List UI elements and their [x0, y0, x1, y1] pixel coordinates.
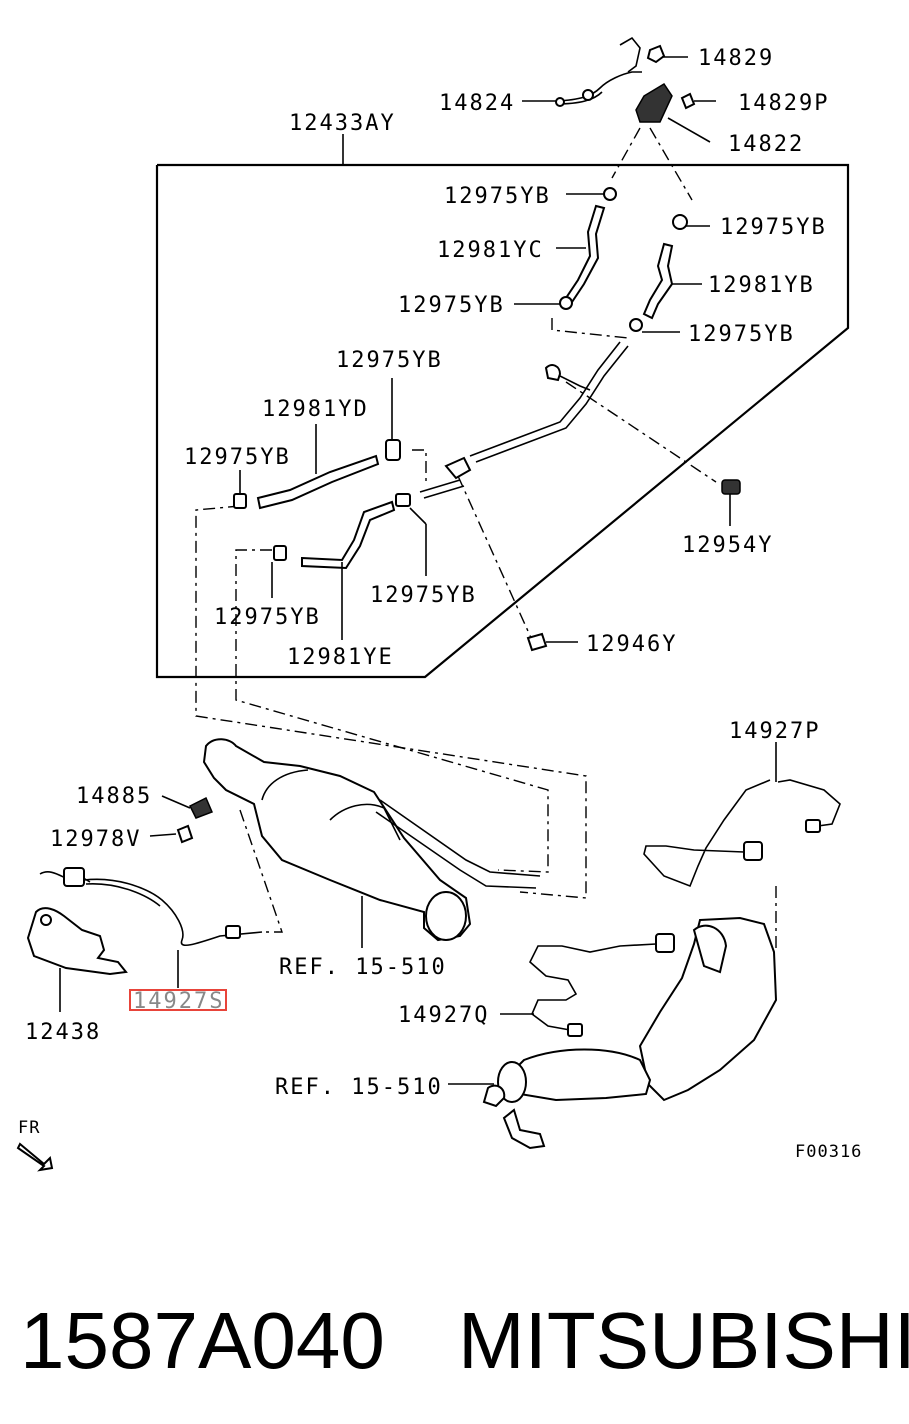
hose-clamps[interactable]: [233, 187, 688, 561]
link-lines: [195, 127, 777, 952]
label-fr: FR: [18, 1118, 40, 1138]
hose-12981yd[interactable]: [256, 454, 380, 510]
label-12978v[interactable]: 12978V: [50, 827, 141, 852]
label-14927p[interactable]: 14927P: [729, 719, 820, 744]
label-12975yb-d[interactable]: 12975YB: [688, 322, 795, 347]
label-ref-15-510-upper[interactable]: REF. 15-510: [279, 955, 447, 980]
label-14885[interactable]: 14885: [76, 784, 152, 809]
footer-part-number: 1587A040: [20, 1296, 385, 1385]
pressure-sensor-assembly[interactable]: [555, 36, 696, 123]
figure-code: F00316: [795, 1142, 862, 1162]
hose-12981yb[interactable]: [642, 242, 674, 320]
footer-brand: MITSUBISHI: [458, 1296, 909, 1385]
label-12975yb-h[interactable]: 12975YB: [214, 605, 321, 630]
muffler-assembly[interactable]: [176, 738, 541, 942]
sensor-14927q[interactable]: [529, 933, 675, 1037]
catalytic-converter[interactable]: [482, 916, 778, 1150]
sensor-14927p[interactable]: [643, 779, 841, 888]
label-14829[interactable]: 14829: [698, 46, 774, 71]
bolt-12954y[interactable]: [721, 479, 741, 526]
label-12954y[interactable]: 12954Y: [682, 533, 773, 558]
label-12981yd[interactable]: 12981YD: [262, 397, 369, 422]
label-12975yb-f[interactable]: 12975YB: [184, 445, 291, 470]
leader-lines: [59, 56, 777, 1085]
label-12433ay: 12433AY: [289, 111, 396, 136]
label-14927q[interactable]: 14927Q: [398, 1003, 489, 1028]
label-12975yb-a[interactable]: 12975YB: [444, 184, 551, 209]
label-12975yb-c[interactable]: 12975YB: [398, 293, 505, 318]
label-12975yb-e[interactable]: 12975YB: [336, 348, 443, 373]
assembly-frame: [155, 134, 850, 679]
label-12438[interactable]: 12438: [25, 1020, 101, 1045]
label-ref-15-510-lower[interactable]: REF. 15-510: [275, 1075, 443, 1100]
label-12981yb[interactable]: 12981YB: [708, 273, 815, 298]
label-14829p[interactable]: 14829P: [738, 91, 829, 116]
label-12981ye[interactable]: 12981YE: [287, 645, 394, 670]
sensor-14927s[interactable]: [83, 878, 263, 947]
label-14927s[interactable]: 14927S: [133, 989, 224, 1014]
label-12981yc[interactable]: 12981YC: [437, 238, 544, 263]
clip-12946y[interactable]: [526, 632, 548, 652]
highlight-14927s[interactable]: 14927S: [129, 989, 227, 1014]
metal-pipe[interactable]: [419, 341, 629, 499]
hose-12981yc[interactable]: [564, 204, 606, 304]
label-12975yb-g[interactable]: 12975YB: [370, 583, 477, 608]
label-12975yb-b[interactable]: 12975YB: [720, 215, 827, 240]
front-direction-arrow: [16, 1142, 54, 1172]
hose-12981ye[interactable]: [301, 500, 396, 570]
label-12946y[interactable]: 12946Y: [586, 632, 677, 657]
label-14824[interactable]: 14824: [439, 91, 515, 116]
label-14822[interactable]: 14822: [728, 132, 804, 157]
bracket-12438[interactable]: [26, 867, 128, 976]
